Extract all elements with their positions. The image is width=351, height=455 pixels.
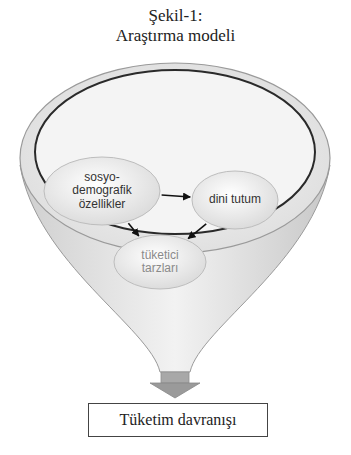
text-group: sosyo- demografik özellikler — [66, 171, 138, 211]
funnel-spout — [161, 372, 189, 383]
node-label: dini tutum — [209, 193, 261, 206]
ellipse-shape — [44, 157, 160, 225]
arrow-connector — [128, 223, 138, 236]
outcome-box: Tüketim davranışı — [88, 403, 268, 437]
title-area: Şekil-1: Araştırma modeli — [0, 6, 351, 47]
node-label: Tüketim davranışı — [120, 411, 237, 429]
text-group: dini tutum — [209, 193, 261, 206]
concept-ellipse: tüketici tarzları — [113, 234, 207, 290]
node-label: tüketici tarzları — [132, 249, 188, 276]
ellipse-shape — [192, 171, 278, 229]
concept-ellipse: sosyo- demografik özellikler — [43, 156, 161, 226]
ellipse-shape — [114, 235, 206, 289]
arrow-connector — [188, 224, 206, 239]
down-arrow — [150, 383, 200, 398]
text-group: tüketici tarzları — [132, 249, 188, 276]
funnel-rim — [20, 63, 330, 253]
concept-ellipse: dini tutum — [191, 170, 279, 230]
figure-title: Şekil-1: Araştırma modeli — [91, 6, 261, 47]
text-group: Tüketim davranışı — [120, 411, 237, 429]
inner-band — [35, 70, 315, 234]
arrow-connector — [162, 195, 191, 197]
node-label: sosyo- demografik özellikler — [66, 171, 138, 211]
